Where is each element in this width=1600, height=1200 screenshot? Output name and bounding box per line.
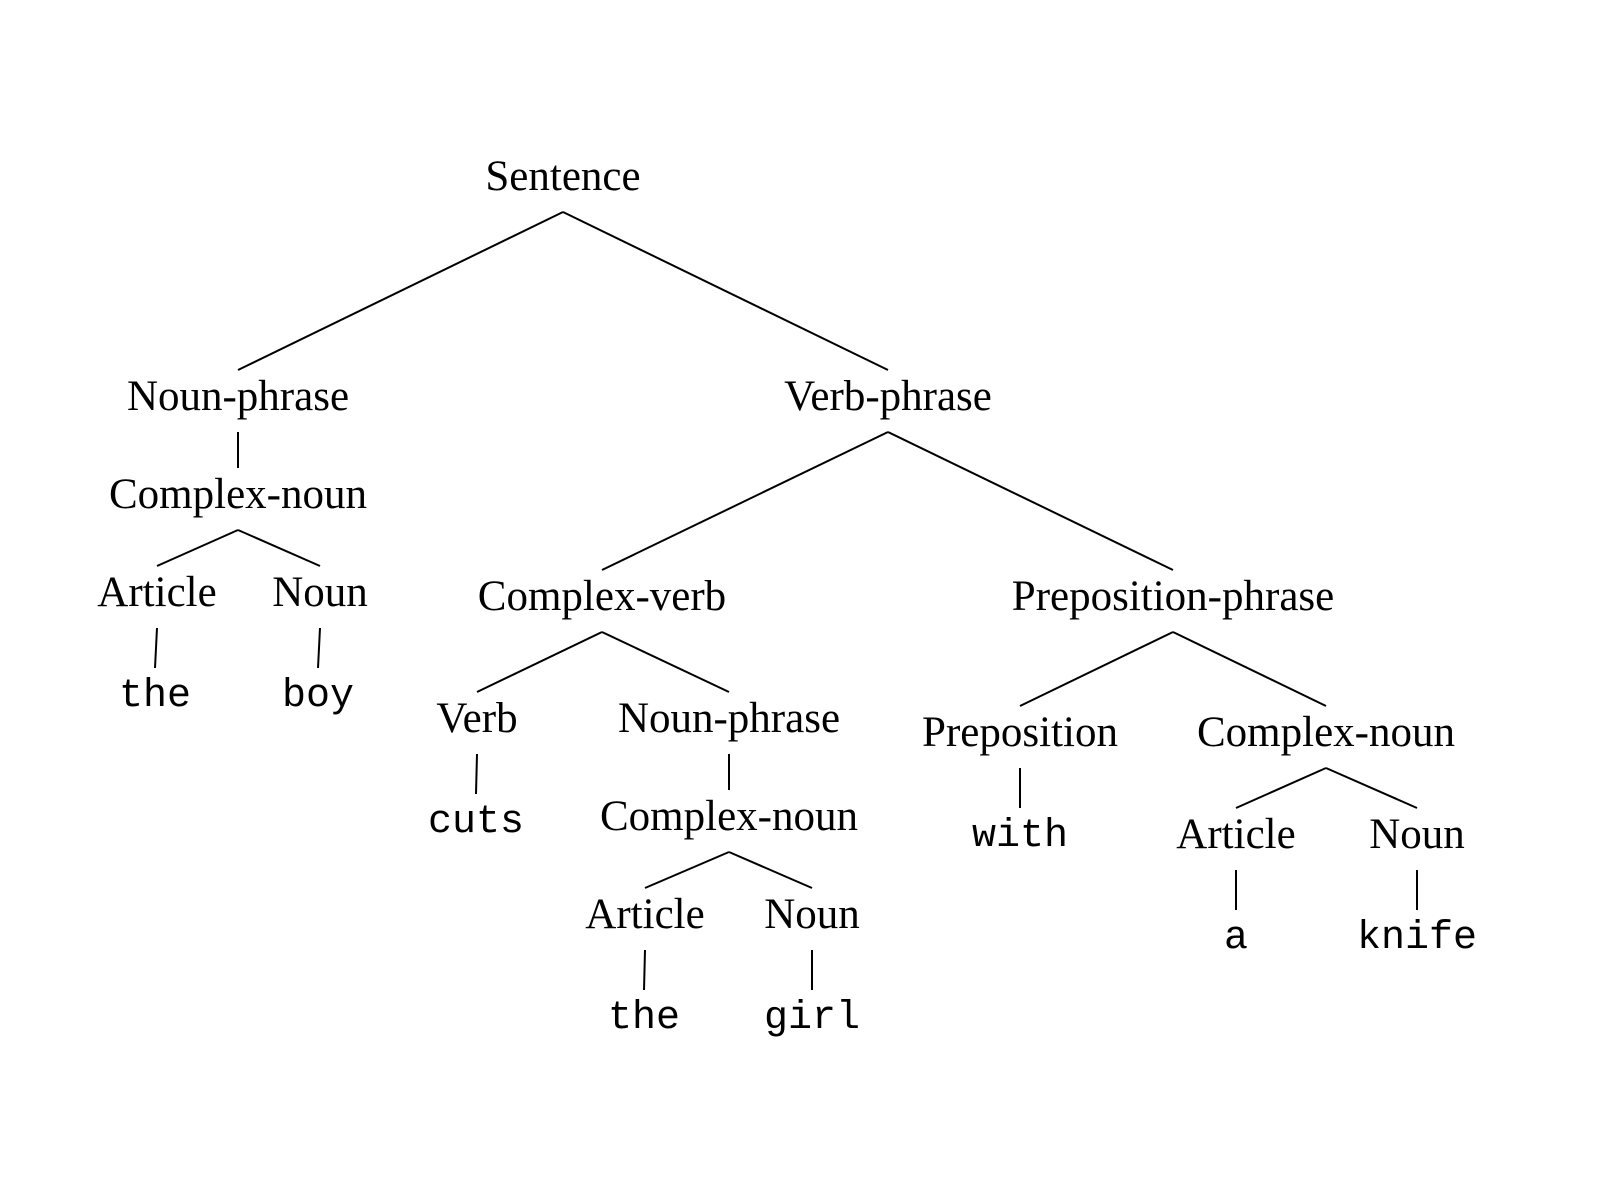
tree-edge-noun1-w_boy xyxy=(317,627,321,669)
word-leaf-w_the2: the xyxy=(608,996,680,1041)
category-node-np2: Noun-phrase xyxy=(618,695,840,742)
tree-edge-verb-w_cuts xyxy=(475,753,478,795)
category-node-vp: Verb-phrase xyxy=(784,373,992,420)
category-node-art3: Article xyxy=(1176,811,1295,858)
tree-edge-vp-cv xyxy=(601,431,889,571)
category-node-sentence: Sentence xyxy=(485,153,640,200)
word-leaf-w_a: a xyxy=(1224,916,1248,961)
tree-edge-cn1-noun1 xyxy=(237,529,321,567)
category-node-noun3: Noun xyxy=(1369,811,1465,858)
category-node-np1: Noun-phrase xyxy=(127,373,349,420)
category-node-pp: Preposition-phrase xyxy=(1012,573,1334,620)
word-leaf-w_boy: boy xyxy=(282,674,354,719)
tree-edge-art1-w_the1 xyxy=(154,627,158,669)
category-node-noun1: Noun xyxy=(272,569,368,616)
tree-edge-sentence-np1 xyxy=(237,211,564,371)
tree-edge-cn1-art1 xyxy=(156,529,239,567)
tree-edge-cn3-art3 xyxy=(1235,767,1327,809)
tree-edge-cn3-noun3 xyxy=(1325,767,1418,809)
word-leaf-w_knife: knife xyxy=(1357,916,1477,961)
tree-edge-vp-pp xyxy=(887,431,1174,571)
category-node-cn2: Complex-noun xyxy=(600,793,858,840)
category-node-art1: Article xyxy=(97,569,216,616)
word-leaf-w_the1: the xyxy=(119,674,191,719)
tree-edges xyxy=(154,211,1418,991)
tree-edge-cn2-noun2 xyxy=(728,851,813,889)
category-node-cv: Complex-verb xyxy=(478,573,726,620)
tree-edge-pp-prep xyxy=(1019,631,1174,707)
category-node-verb: Verb xyxy=(436,695,517,742)
tree-edge-cv-verb xyxy=(476,631,603,693)
word-leaf-w_with: with xyxy=(972,814,1068,859)
category-node-cn3: Complex-noun xyxy=(1197,709,1455,756)
word-leaf-w_cuts: cuts xyxy=(428,800,524,845)
category-node-art2: Article xyxy=(585,891,704,938)
tree-edge-art2-w_the2 xyxy=(643,949,646,991)
word-leaf-w_girl: girl xyxy=(764,996,860,1041)
category-node-prep: Preposition xyxy=(922,709,1118,756)
tree-edge-pp-cn3 xyxy=(1172,631,1327,707)
tree-edge-cv-np2 xyxy=(601,631,730,693)
category-node-noun2: Noun xyxy=(764,891,860,938)
tree-edge-sentence-vp xyxy=(562,211,889,371)
category-node-cn1: Complex-noun xyxy=(109,471,367,518)
tree-edge-cn2-art2 xyxy=(644,851,730,889)
